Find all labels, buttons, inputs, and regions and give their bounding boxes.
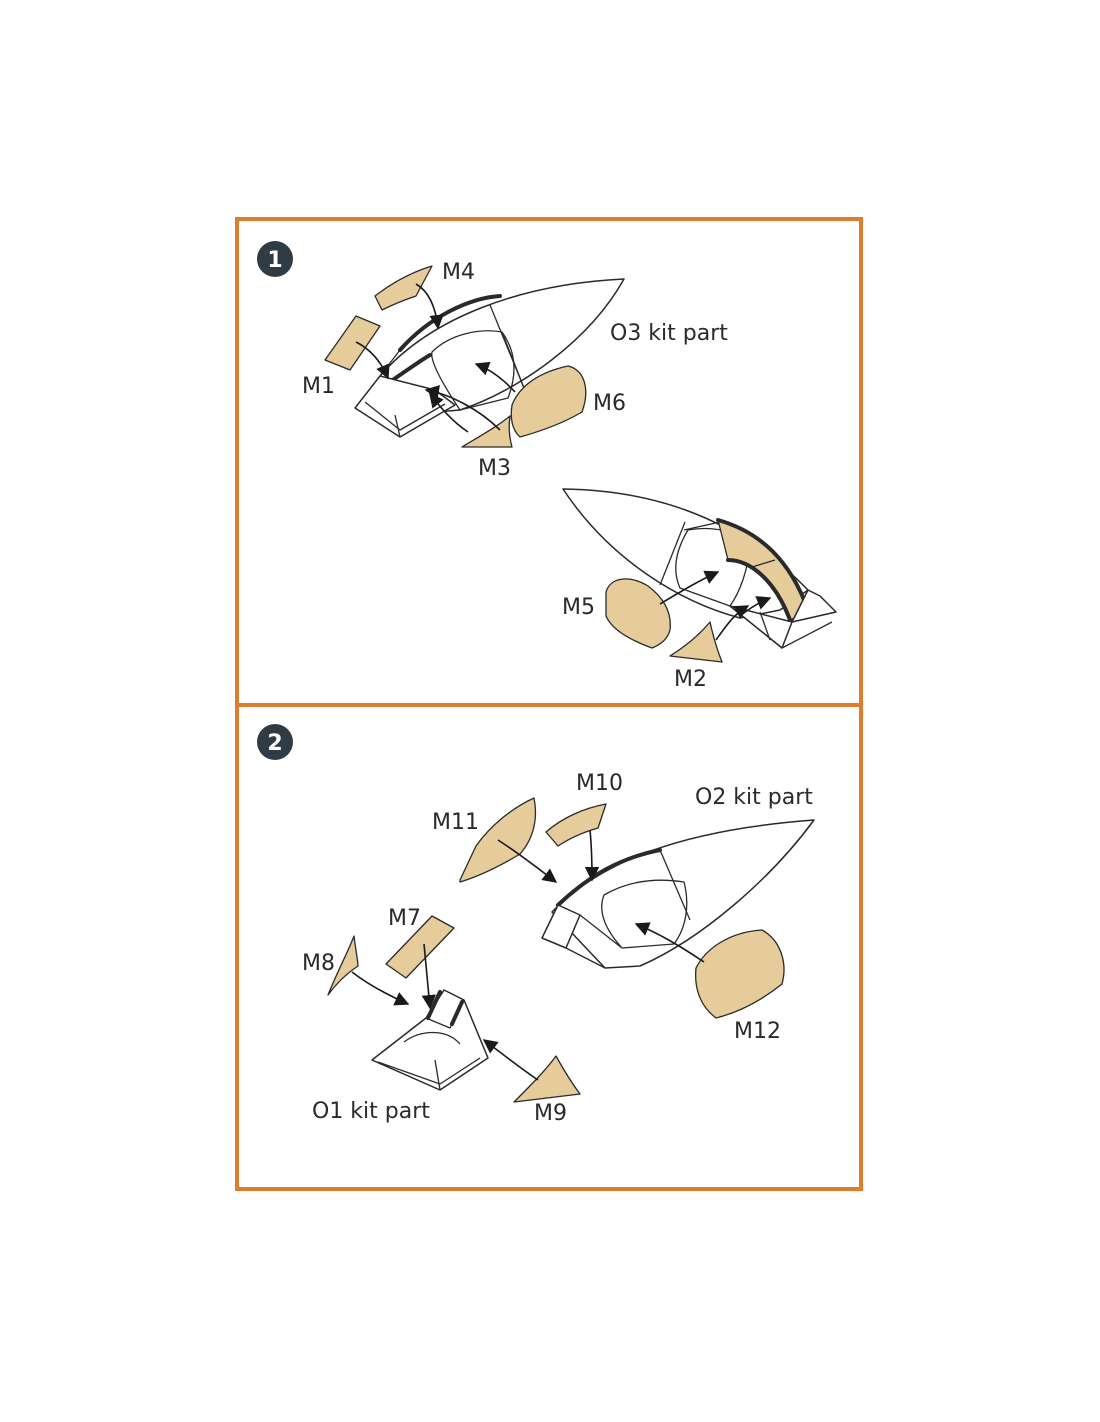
mask-m3 (461, 415, 513, 448)
label-o1-kit-part: O1 kit part (312, 1099, 430, 1124)
mask-m8 (327, 935, 359, 996)
label-m8: M8 (302, 951, 335, 976)
label-m2: M2 (674, 667, 707, 692)
label-m10: M10 (576, 771, 623, 796)
step-2-frame (235, 703, 863, 1191)
mask-m4 (374, 265, 433, 311)
canopy-o2 (541, 819, 815, 969)
mask-m2 (669, 621, 723, 663)
mask-m9 (513, 1055, 581, 1103)
label-m1: M1 (302, 374, 335, 399)
mask-m11 (459, 797, 537, 883)
step-2-panel: 2 (235, 703, 863, 1191)
step-2-badge (257, 724, 293, 760)
label-m5: M5 (562, 595, 595, 620)
mask-m10 (545, 803, 607, 847)
label-m11: M11 (432, 810, 479, 835)
label-m3: M3 (478, 456, 511, 481)
label-m9: M9 (534, 1101, 567, 1126)
step-1-badge (257, 241, 293, 277)
label-m12: M12 (734, 1019, 781, 1044)
mask-m6 (510, 365, 587, 438)
mask-m5 (605, 578, 671, 649)
canopy-o3-rear-view (562, 488, 837, 649)
mask-m12 (694, 929, 785, 1019)
label-m4: M4 (442, 260, 475, 285)
label-m7: M7 (388, 906, 421, 931)
label-m6: M6 (593, 391, 626, 416)
mask-m1 (324, 315, 381, 371)
label-o3-kit-part: O3 kit part (610, 321, 728, 346)
frame-o1 (371, 989, 489, 1091)
mask-m7 (385, 915, 455, 979)
step-1-panel: 1 M4 O3 kit part M1 M6 M (235, 217, 863, 707)
step-2-number: 2 (267, 731, 282, 756)
label-o2-kit-part: O2 kit part (695, 785, 813, 810)
step-1-number: 1 (267, 248, 282, 273)
